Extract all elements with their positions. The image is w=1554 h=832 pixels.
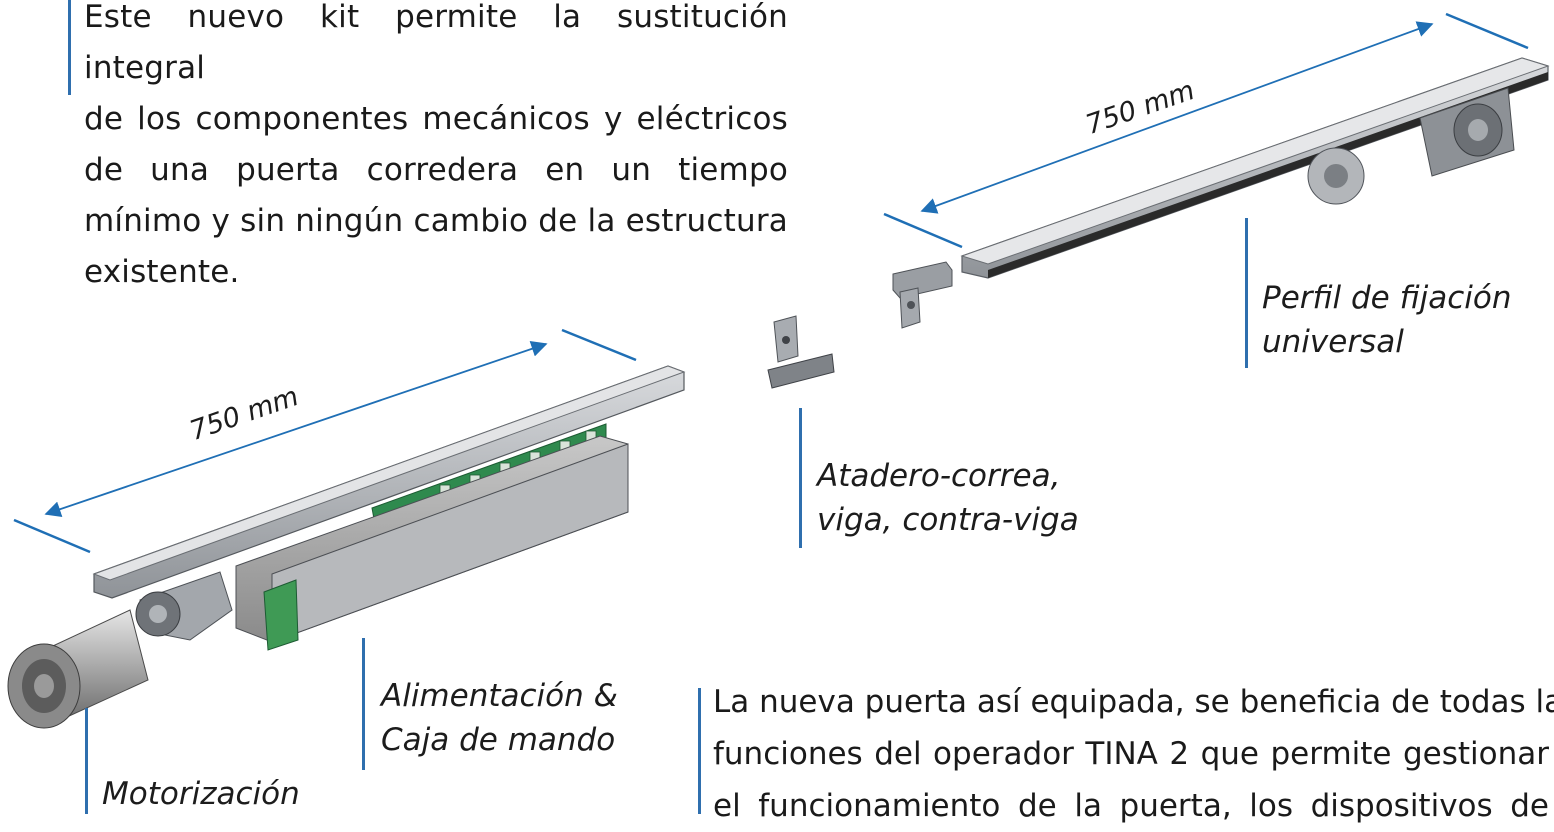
- power-label-line: Caja de mando: [381, 722, 616, 758]
- power-label-bar: [362, 638, 365, 770]
- power-label: Alimentación & Caja de mando: [381, 674, 618, 762]
- fastener-label-line: viga, contra-viga: [817, 502, 1079, 538]
- intro-paragraph: Este nuevo kit permite la sustitución in…: [84, 0, 788, 298]
- profile-label: Perfil de fijación universal: [1262, 276, 1512, 364]
- kit-illustration: [7, 12, 1550, 814]
- motor-label: Motorización: [102, 776, 300, 812]
- profile-label-line: universal: [1262, 324, 1404, 360]
- fastener-label-line: Atadero-correa,: [817, 458, 1061, 494]
- bottom-line: funciones del operador TINA 2 que permit…: [713, 736, 1549, 772]
- intro-accent-bar: [68, 0, 71, 95]
- right-dimension-line: [883, 12, 1529, 249]
- universal-profile-rail: [960, 57, 1550, 279]
- fastener-brackets: [767, 261, 953, 389]
- motor-label-bar: [85, 708, 88, 814]
- profile-label-bar: [1245, 218, 1248, 368]
- profile-label-line: Perfil de fijación: [1262, 280, 1512, 316]
- motor-cylinder: [7, 609, 149, 729]
- intro-line: existente.: [84, 254, 240, 290]
- intro-line: de los componentes mecánicos y eléctrico…: [84, 101, 788, 137]
- bottom-paragraph: La nueva puerta así equipada, se benefic…: [713, 676, 1554, 832]
- bottom-line: La nueva puerta así equipada, se benefic…: [713, 684, 1554, 720]
- intro-line: Este nuevo kit permite la sustitución in…: [84, 0, 788, 86]
- intro-line: mínimo y sin ningún cambio de la estruct…: [84, 203, 788, 239]
- bottom-text-bar: [698, 688, 701, 814]
- fastener-label: Atadero-correa, viga, contra-viga: [817, 454, 1079, 542]
- left-dimension-line: [13, 328, 637, 554]
- fastener-label-bar: [799, 408, 802, 548]
- intro-line: de una puerta corredera en un tiempo: [84, 152, 788, 188]
- operator-assembly: [7, 365, 686, 729]
- bottom-line: el funcionamiento de la puerta, los disp…: [713, 788, 1549, 824]
- power-label-line: Alimentación &: [381, 678, 618, 714]
